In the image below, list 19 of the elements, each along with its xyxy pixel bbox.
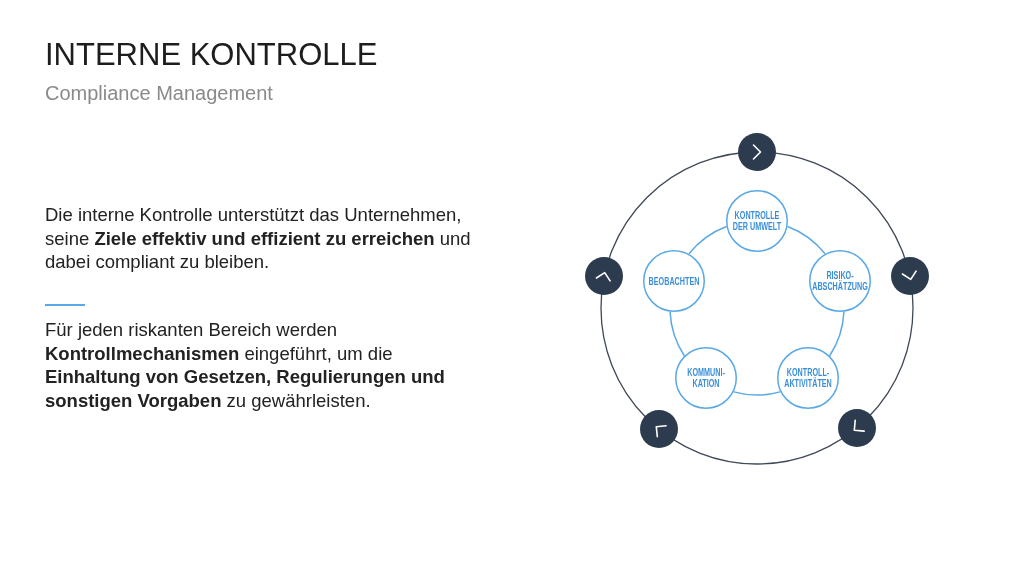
stage-label: KONTROLL-AKTIVITÄTEN [783,367,833,390]
connector-arc [828,311,845,357]
stage-circle [777,347,840,410]
stage-circle [726,190,788,252]
stage-circle [643,250,706,313]
connector-arc [733,391,781,396]
connector-arc [786,225,826,255]
stage-label: KONTROLLE DER UMWELT [731,210,783,232]
stage-circle [808,250,871,313]
connector-arc [669,311,686,357]
stage-label: KOMMUNI-KATION [686,367,726,390]
paragraph: Für jeden riskanten Bereich werden Kontrollmechanismen eingeführt, um die Einhaltung von Gesetzen, Regulierungen und sonstigen Vorgaben zu gewährleisten. [45,318,446,412]
paragraph: Die interne Kontrolle unterstützt das Unternehmen, seine Ziele effektiv und effizient zu erreichen und dabei compliant zu bleiben. [45,203,472,274]
stage-label: RISIKO-ABSCHÄTZUNG [810,270,869,293]
connector-arc [688,225,728,255]
stage-circle [674,347,737,410]
title: INTERNE KONTROLLE [45,38,378,73]
stage-label: BEOBACHTEN [647,275,701,287]
subtitle: Compliance Management [45,81,273,105]
